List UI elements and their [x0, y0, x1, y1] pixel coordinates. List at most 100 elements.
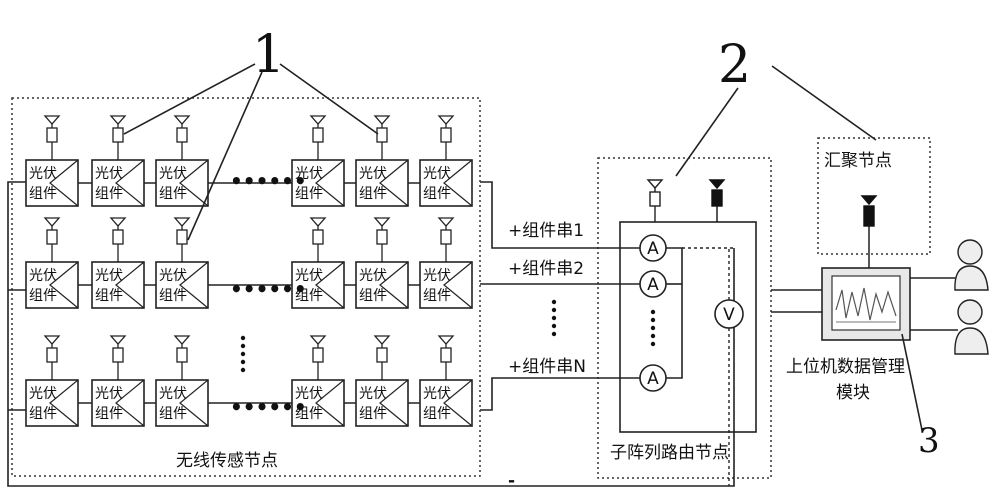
svg-text:A: A	[647, 275, 659, 295]
pv-panel-label-line2: 组件	[159, 406, 187, 422]
host-computer-icon	[822, 268, 910, 340]
voltmeter: V	[715, 300, 743, 328]
pv-panel: 光伏组件	[356, 336, 408, 426]
pv-panel-label-line1: 光伏	[95, 268, 123, 284]
pv-panel-label-line1: 光伏	[359, 268, 387, 284]
pv-panel-label-line2: 组件	[423, 186, 451, 202]
pv-panel-label-line1: 光伏	[159, 268, 187, 284]
aggregation-node-label: 汇聚节点	[824, 151, 892, 171]
pv-panel-grid: 光伏组件光伏组件光伏组件光伏组件光伏组件光伏组件光伏组件光伏组件光伏组件光伏组件…	[26, 116, 472, 426]
pv-panel-label-line1: 光伏	[359, 166, 387, 182]
strings-ellipsis	[552, 300, 556, 336]
antenna-icon	[439, 218, 453, 262]
pv-panel: 光伏组件	[92, 218, 144, 308]
svg-text:A: A	[647, 239, 659, 259]
antenna-icon	[375, 116, 389, 160]
svg-text:••••••: ••••••	[230, 277, 307, 301]
antenna-icon	[45, 218, 59, 262]
antenna-icon	[311, 336, 325, 380]
ammeter-2: A	[640, 271, 666, 297]
svg-text:••••••: ••••••	[230, 169, 307, 193]
antenna-icon	[175, 116, 189, 160]
antenna-icon	[45, 116, 59, 160]
pv-panel: 光伏组件	[156, 336, 208, 426]
aggregation-antenna-icon	[862, 196, 876, 268]
pv-panel-label-line2: 组件	[159, 288, 187, 304]
pv-panel: 光伏组件	[26, 218, 78, 308]
router-node-group-box	[598, 158, 771, 478]
antenna-icon	[111, 336, 125, 380]
pv-panel: 光伏组件	[420, 116, 472, 206]
antenna-icon	[375, 336, 389, 380]
svg-text:A: A	[647, 369, 659, 389]
user-icon-bottom	[955, 300, 988, 354]
svg-text:••••••: ••••••	[230, 395, 307, 419]
pv-panel: 光伏组件	[92, 116, 144, 206]
ammeter-1: A	[640, 235, 666, 261]
stringN-label: +组件串N	[508, 357, 586, 377]
pv-panel-label-line2: 组件	[29, 406, 57, 422]
pv-panel-label-line2: 组件	[29, 288, 57, 304]
svg-text:V: V	[723, 305, 735, 325]
subarray-router-node-label: 子阵列路由节点	[610, 443, 729, 463]
user-icon-top	[955, 240, 988, 290]
pv-panel-label-line2: 组件	[95, 288, 123, 304]
antenna-icon	[439, 116, 453, 160]
pv-panel-label-line1: 光伏	[159, 166, 187, 182]
pv-panel: 光伏组件	[26, 336, 78, 426]
pv-panel-label-line1: 光伏	[423, 268, 451, 284]
pv-panel-label-line1: 光伏	[29, 166, 57, 182]
antenna-icon	[45, 336, 59, 380]
antenna-icon	[175, 336, 189, 380]
pv-panel: 光伏组件	[356, 116, 408, 206]
pv-panel-label-line2: 组件	[359, 288, 387, 304]
pv-panel-label-line2: 组件	[29, 186, 57, 202]
pv-panel: 光伏组件	[156, 116, 208, 206]
antenna-icon	[311, 218, 325, 262]
pv-panel-label-line2: 组件	[95, 186, 123, 202]
pv-panel: 光伏组件	[26, 116, 78, 206]
host-module-label-line1: 上位机数据管理	[786, 357, 905, 377]
negative-bus-line	[8, 182, 734, 486]
pv-panel: 光伏组件	[356, 218, 408, 308]
pv-panel-label-line2: 组件	[359, 186, 387, 202]
antenna-icon	[111, 218, 125, 262]
antenna-icon	[175, 218, 189, 262]
ammeter-ellipsis	[651, 310, 655, 346]
callout-2: 2	[718, 35, 751, 95]
router-black-antenna-icon	[710, 180, 724, 222]
pv-panel-label-line2: 组件	[159, 186, 187, 202]
pv-panel-label-line2: 组件	[95, 406, 123, 422]
router-antenna-icon	[648, 180, 662, 222]
pv-panel-label-line1: 光伏	[159, 386, 187, 402]
pv-panel-label-line2: 组件	[423, 406, 451, 422]
pv-panel-label-line2: 组件	[359, 406, 387, 422]
pv-panel-label-line1: 光伏	[423, 386, 451, 402]
stringN-line	[480, 378, 640, 410]
pv-panel: 光伏组件	[420, 218, 472, 308]
string1-label: +组件串1	[508, 221, 584, 241]
pv-panel-label-line1: 光伏	[423, 166, 451, 182]
pv-panel: 光伏组件	[420, 336, 472, 426]
callout-3: 3	[918, 421, 940, 461]
string2-label: +组件串2	[508, 259, 584, 279]
pv-panel-label-line1: 光伏	[359, 386, 387, 402]
host-module-label-line2: 模块	[836, 383, 870, 403]
minus-sign: -	[508, 471, 515, 491]
column-ellipsis	[241, 336, 245, 372]
antenna-icon	[111, 116, 125, 160]
callout-1: 1	[252, 25, 285, 85]
ammeter-n: A	[640, 365, 666, 391]
pv-panel-label-line1: 光伏	[95, 386, 123, 402]
pv-panel-label-line1: 光伏	[29, 268, 57, 284]
pv-panel-label-line1: 光伏	[29, 386, 57, 402]
wireless-sensor-nodes-label: 无线传感节点	[176, 451, 278, 471]
pv-panel-label-line2: 组件	[423, 288, 451, 304]
pv-panel: 光伏组件	[156, 218, 208, 308]
pv-panel: 光伏组件	[92, 336, 144, 426]
antenna-icon	[311, 116, 325, 160]
pv-panel-label-line1: 光伏	[95, 166, 123, 182]
antenna-icon	[439, 336, 453, 380]
